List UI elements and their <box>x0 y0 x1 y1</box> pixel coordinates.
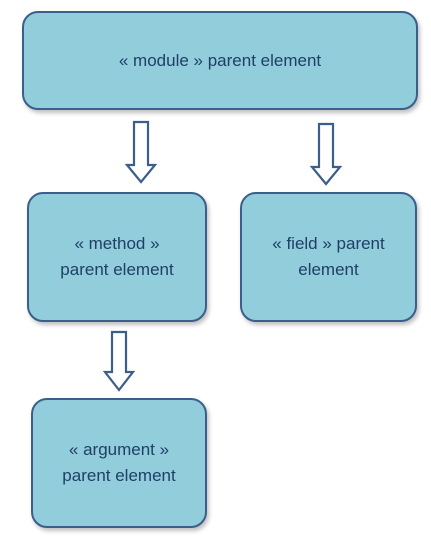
field-node-label: « field » parent element <box>272 234 385 279</box>
module-node-label: « module » parent element <box>118 50 322 70</box>
method-parent-element-node: « method » parent element <box>27 192 207 322</box>
arrow-module-to-method <box>124 120 158 184</box>
arrow-method-to-argument <box>102 330 136 392</box>
method-node-label: « method » parent element <box>60 234 174 279</box>
argument-parent-element-node: « argument » parent element <box>31 398 207 528</box>
argument-node-label: « argument » parent element <box>62 440 176 485</box>
field-parent-element-node: « field » parent element <box>240 192 417 322</box>
module-parent-element-node: « module » parent element <box>22 11 418 110</box>
arrow-module-to-field <box>309 122 343 186</box>
